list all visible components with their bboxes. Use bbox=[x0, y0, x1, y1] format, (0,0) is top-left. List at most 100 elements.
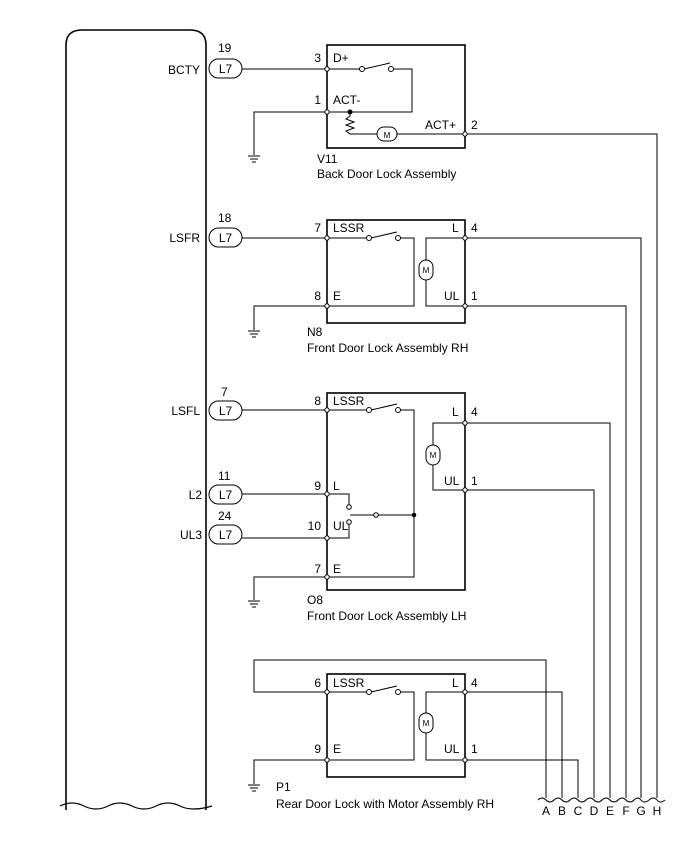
ecu-terminal-bcty: 19 BCTY L7 bbox=[168, 41, 243, 79]
terminal-dot bbox=[324, 407, 330, 413]
terminal-dot bbox=[462, 235, 468, 241]
switch-contact bbox=[395, 235, 401, 241]
terminal-dot bbox=[324, 303, 330, 309]
pin-label: UL bbox=[444, 742, 460, 756]
terminal-dot bbox=[324, 689, 330, 695]
motor-icon bbox=[418, 259, 434, 281]
continuation-label-e: E bbox=[606, 804, 614, 818]
pin-label: L bbox=[452, 221, 459, 235]
terminal-dot bbox=[324, 109, 330, 115]
pin-label: ACT- bbox=[333, 93, 360, 107]
ground-icon bbox=[248, 330, 260, 338]
internal-switch-circuit bbox=[327, 403, 415, 578]
wire-to-d bbox=[465, 489, 595, 798]
pin-label: LSSR bbox=[333, 676, 365, 690]
switch-contact bbox=[366, 235, 372, 241]
wire-ground bbox=[253, 305, 327, 330]
wire-ground bbox=[253, 759, 327, 784]
component-o8: 8 9 10 7 4 1 LSSR L UL E L UL M bbox=[242, 392, 611, 798]
continuation-label-a: A bbox=[542, 804, 550, 818]
component-box bbox=[326, 44, 466, 149]
motor-label: M bbox=[430, 451, 437, 460]
switch-contact bbox=[346, 519, 352, 525]
pin-number: 9 bbox=[314, 479, 321, 493]
ground-icon bbox=[248, 600, 260, 608]
wire-to-a bbox=[253, 659, 547, 798]
switch-contact bbox=[366, 689, 372, 695]
terminal-pin-number: 24 bbox=[218, 509, 232, 523]
ecu-terminal-lsfr: 18 LSFR L7 bbox=[169, 211, 243, 248]
terminal-dot bbox=[324, 757, 330, 763]
pin-number: 7 bbox=[314, 221, 321, 235]
switch-contact bbox=[395, 407, 401, 413]
terminal-name: L2 bbox=[189, 488, 203, 502]
internal-switch-circuit bbox=[327, 685, 415, 761]
pin-label: UL bbox=[444, 289, 460, 303]
pin-label: D+ bbox=[333, 51, 349, 65]
switch-contact bbox=[395, 689, 401, 695]
connector-capsule bbox=[208, 524, 243, 545]
component-box bbox=[326, 219, 466, 324]
switch-contact bbox=[373, 512, 379, 518]
motor-icon bbox=[376, 126, 398, 142]
connector-label: L7 bbox=[219, 62, 233, 76]
component-name: Back Door Lock Assembly bbox=[317, 167, 456, 181]
ground-icon bbox=[248, 784, 260, 792]
ecu-terminal-lsfl: 7 LSFL L7 bbox=[171, 385, 243, 421]
wire-to-f bbox=[465, 305, 627, 798]
terminal-dot bbox=[324, 535, 330, 541]
junction-dot bbox=[411, 512, 417, 518]
wire-ground bbox=[253, 111, 327, 155]
pin-label: ACT+ bbox=[425, 118, 456, 132]
pin-number: 9 bbox=[314, 742, 321, 756]
pin-number: 10 bbox=[308, 519, 322, 533]
pin-number: 6 bbox=[314, 676, 321, 690]
continuation-label-c: C bbox=[574, 804, 583, 818]
wire-to-h bbox=[465, 133, 658, 798]
component-p1: 6 9 4 1 LSSR E L UL M P1 Rear Door Lock … bbox=[248, 659, 579, 811]
component-name: Front Door Lock Assembly LH bbox=[307, 609, 466, 623]
pin-label: E bbox=[333, 562, 341, 576]
terminal-dot bbox=[462, 420, 468, 426]
component-code: O8 bbox=[307, 593, 323, 607]
pin-label: L bbox=[333, 479, 340, 493]
internal-switch-circuit bbox=[327, 62, 413, 113]
component-box bbox=[326, 673, 466, 778]
motor-icon bbox=[418, 712, 434, 734]
switch-contact bbox=[366, 407, 372, 413]
pin-number: 2 bbox=[471, 118, 478, 132]
terminal-dot bbox=[462, 303, 468, 309]
pin-number: 1 bbox=[471, 474, 478, 488]
motor-label: M bbox=[384, 131, 391, 140]
switch-contact bbox=[346, 504, 352, 510]
pin-number: 7 bbox=[314, 562, 321, 576]
ecu-break-line bbox=[59, 802, 213, 810]
connector-label: L7 bbox=[219, 231, 233, 245]
terminal-name: BCTY bbox=[168, 63, 200, 77]
terminal-name: LSFR bbox=[169, 231, 200, 245]
component-name: Front Door Lock Assembly RH bbox=[307, 341, 468, 355]
terminal-pin-number: 18 bbox=[218, 211, 232, 225]
motor-circuit bbox=[432, 422, 465, 491]
component-code: P1 bbox=[276, 780, 291, 794]
continuation-label-f: F bbox=[622, 804, 629, 818]
motor-label: M bbox=[423, 266, 430, 275]
continuation-label-h: H bbox=[653, 804, 662, 818]
wire-to-c bbox=[465, 759, 579, 798]
selector-switch-circuit bbox=[327, 493, 414, 539]
continuation-label-d: D bbox=[590, 804, 599, 818]
pin-label: UL bbox=[333, 519, 349, 533]
connector-label: L7 bbox=[219, 488, 233, 502]
wire-to-g bbox=[465, 237, 642, 798]
pin-label: L bbox=[452, 676, 459, 690]
pin-label: E bbox=[333, 289, 341, 303]
component-code: V11 bbox=[317, 152, 338, 166]
ecu-terminal-l2: 11 L2 L7 bbox=[189, 469, 243, 505]
terminal-pin-number: 19 bbox=[218, 41, 232, 55]
switch-contact bbox=[388, 66, 394, 72]
terminal-dot bbox=[462, 757, 468, 763]
terminal-pin-number: 7 bbox=[221, 385, 228, 399]
terminal-dot bbox=[324, 574, 330, 580]
connector-label: L7 bbox=[219, 528, 233, 542]
motor-circuit bbox=[425, 237, 465, 307]
